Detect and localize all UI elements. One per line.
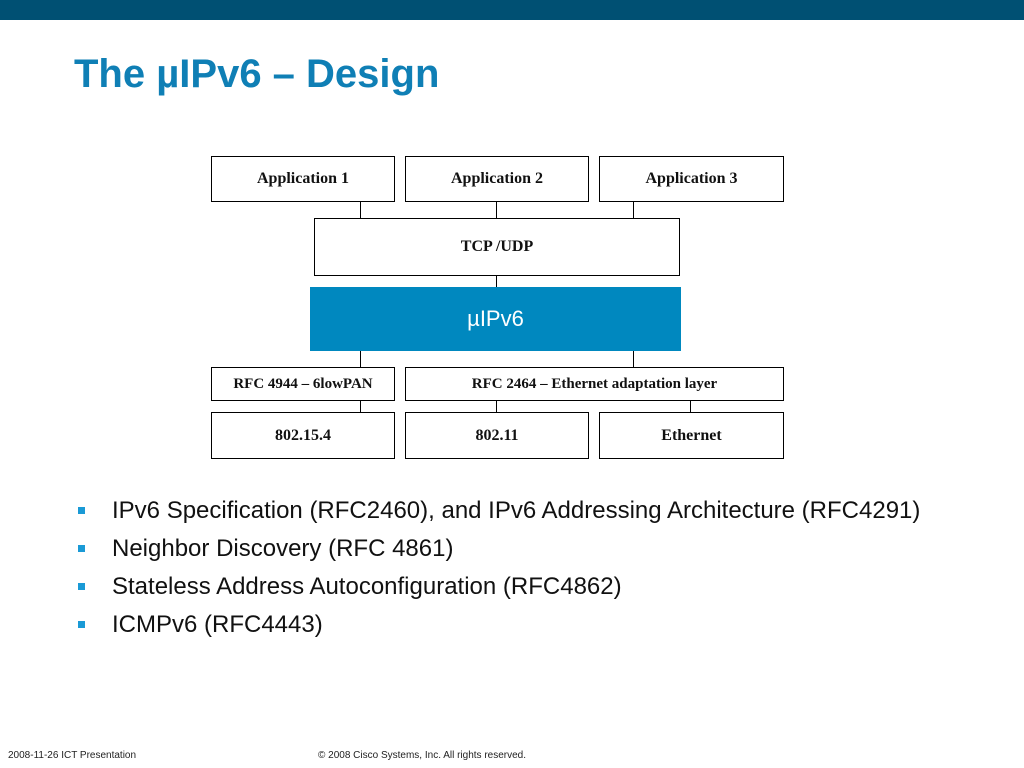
- connector-adaptation-ethernet: [690, 401, 691, 413]
- 802-11-box: 802.11: [405, 412, 589, 459]
- bullet-list: IPv6 Specification (RFC2460), and IPv6 A…: [74, 496, 974, 648]
- square-bullet-icon: [78, 583, 85, 590]
- connector-app1-tcp: [360, 201, 361, 219]
- 802-15-4-box: 802.15.4: [211, 412, 395, 459]
- application-3-box: Application 3: [599, 156, 784, 202]
- square-bullet-icon: [78, 621, 85, 628]
- slide-title: The µIPv6 – Design: [74, 52, 440, 96]
- square-bullet-icon: [78, 545, 85, 552]
- footer-left: 2008-11-26 ICT Presentation: [8, 750, 137, 761]
- connector-core-6lowpan: [360, 351, 361, 367]
- tcp-udp-box: TCP /UDP: [314, 218, 680, 276]
- square-bullet-icon: [78, 507, 85, 514]
- list-item: Neighbor Discovery (RFC 4861): [74, 534, 974, 564]
- application-1-box: Application 1: [211, 156, 395, 202]
- list-item: IPv6 Specification (RFC2460), and IPv6 A…: [74, 496, 974, 526]
- connector-6lowpan-802154: [360, 401, 361, 413]
- ethernet-box: Ethernet: [599, 412, 784, 459]
- header-bar: [0, 0, 1024, 20]
- connector-app3-tcp: [633, 201, 634, 219]
- bullet-text: Stateless Address Autoconfiguration (RFC…: [112, 573, 622, 600]
- connector-app2-tcp: [496, 201, 497, 219]
- 6lowpan-adaptation-box: RFC 4944 – 6lowPAN: [211, 367, 395, 401]
- application-2-box: Application 2: [405, 156, 589, 202]
- footer-copyright: © 2008 Cisco Systems, Inc. All rights re…: [318, 750, 527, 761]
- list-item: Stateless Address Autoconfiguration (RFC…: [74, 572, 974, 602]
- uipv6-core-box: µIPv6: [310, 287, 681, 351]
- connector-adaptation-80211: [496, 401, 497, 413]
- bullet-text: ICMPv6 (RFC4443): [112, 611, 323, 638]
- list-item: ICMPv6 (RFC4443): [74, 610, 974, 640]
- ethernet-adaptation-box: RFC 2464 – Ethernet adaptation layer: [405, 367, 784, 401]
- connector-tcp-core: [496, 275, 497, 287]
- bullet-text: Neighbor Discovery (RFC 4861): [112, 535, 454, 562]
- connector-core-ethernet-adaptation: [633, 351, 634, 367]
- bullet-text: IPv6 Specification (RFC2460), and IPv6 A…: [112, 497, 921, 524]
